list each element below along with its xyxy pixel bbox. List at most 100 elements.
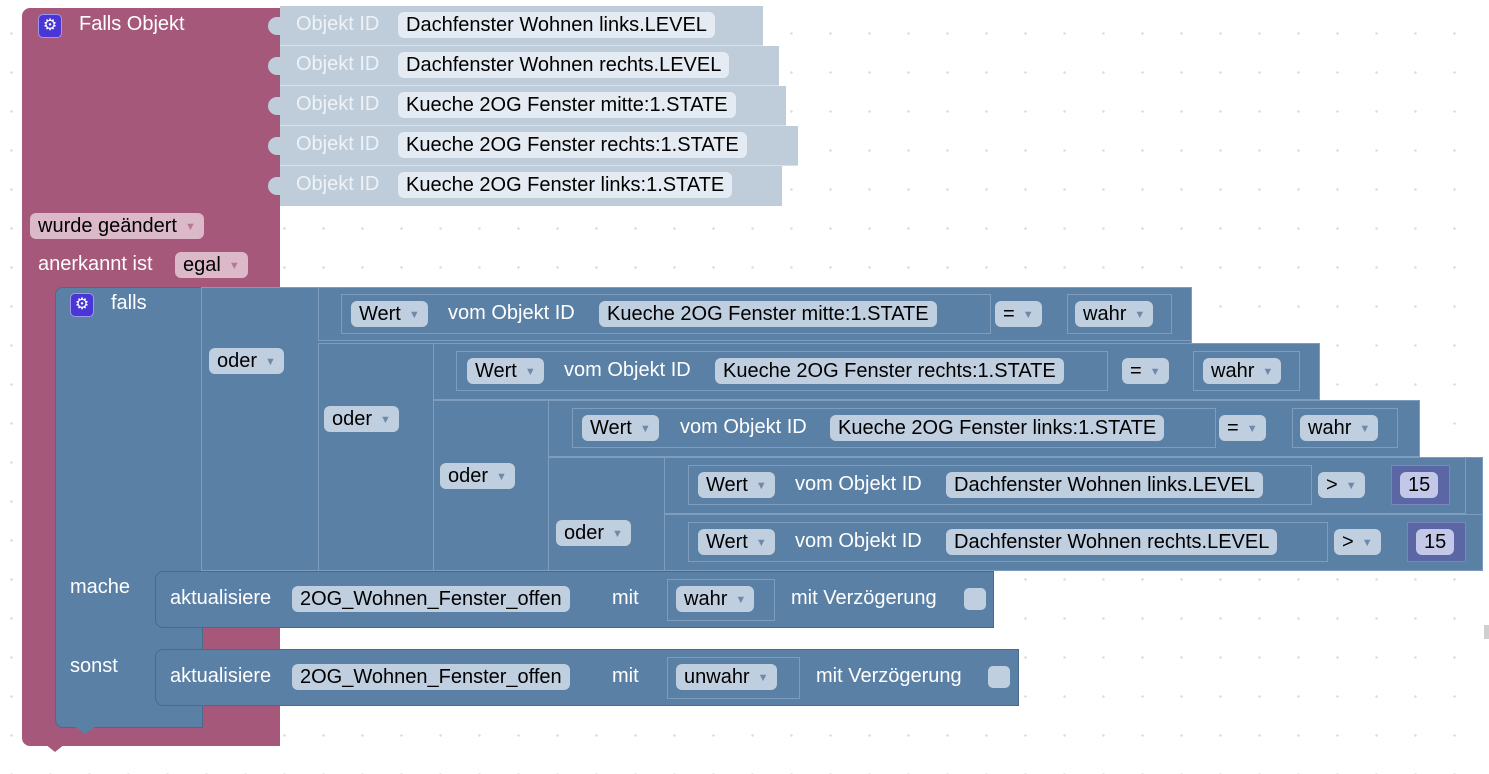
or-operator-value: oder	[217, 350, 258, 372]
number-field[interactable]: 15	[1400, 472, 1439, 498]
boolean-dropdown[interactable]: unwahr▼	[676, 664, 777, 690]
chevron-down-icon: ▼	[735, 594, 747, 606]
or-operator-value: oder	[448, 465, 489, 487]
boolean-value: wahr	[1211, 360, 1255, 382]
object-id-field[interactable]: Kueche 2OG Fenster rechts:1.STATE	[398, 132, 747, 158]
comparison-operator-dropdown[interactable]: =▼	[995, 301, 1042, 327]
puzzle-notch	[268, 137, 282, 155]
or-operator-dropdown[interactable]: oder ▼	[324, 406, 399, 432]
boolean-dropdown[interactable]: wahr▼	[1075, 301, 1154, 327]
ack-dropdown[interactable]: egal ▼	[175, 252, 248, 278]
chevron-down-icon: ▼	[184, 221, 196, 233]
boolean-dropdown[interactable]: wahr ▼	[1300, 415, 1379, 441]
chevron-down-icon: ▼	[1246, 423, 1258, 435]
trigger-block-bottom-notch	[45, 744, 65, 752]
object-id-field[interactable]: Dachfenster Wohnen links.LEVEL	[398, 12, 715, 38]
puzzle-notch	[268, 57, 282, 75]
or-operator-dropdown[interactable]: oder ▼	[440, 463, 515, 489]
object-id-field[interactable]: Kueche 2OG Fenster links:1.STATE	[830, 415, 1165, 441]
with-label: mit	[612, 665, 639, 687]
gear-icon[interactable]: ⚙	[38, 14, 62, 38]
object-id-field[interactable]: Kueche 2OG Fenster rechts:1.STATE	[715, 358, 1064, 384]
or-operator-dropdown[interactable]: oder▼	[209, 348, 284, 374]
variable-field[interactable]: 2OG_Wohnen_Fenster_offen	[292, 664, 570, 690]
object-id-field[interactable]: Dachfenster Wohnen rechts.LEVEL	[946, 529, 1278, 555]
value-mode-dropdown[interactable]: Wert ▼	[698, 529, 775, 555]
chevron-down-icon: ▼	[380, 414, 391, 426]
from-object-label: vom Objekt ID	[564, 359, 691, 381]
variable-field[interactable]: 2OG_Wohnen_Fenster_offen	[292, 586, 570, 612]
value-mode-dropdown[interactable]: Wert ▼	[351, 301, 428, 327]
object-id-label: Objekt ID	[296, 13, 380, 35]
object-id-field[interactable]: Dachfenster Wohnen rechts.LEVEL	[398, 52, 730, 78]
or-operator-dropdown[interactable]: oder ▼	[556, 520, 631, 546]
chevron-down-icon: ▼	[755, 480, 767, 492]
or-operator-value: oder	[332, 408, 373, 430]
boolean-value: unwahr	[684, 666, 750, 688]
object-id-field[interactable]: Kueche 2OG Fenster links:1.STATE	[398, 172, 733, 198]
object-id-label: Objekt ID	[296, 133, 380, 155]
comparison-operator-dropdown[interactable]: >▼	[1334, 529, 1381, 555]
then-label: mache	[70, 576, 131, 598]
delay-label: mit Verzögerung	[791, 587, 937, 609]
chevron-down-icon: ▼	[612, 528, 623, 540]
boolean-dropdown[interactable]: wahr ▼	[676, 586, 755, 612]
from-object-label: vom Objekt ID	[448, 302, 575, 324]
boolean-value: wahr	[1308, 417, 1352, 439]
from-object-label: vom Objekt ID	[680, 416, 807, 438]
change-mode-dropdown[interactable]: wurde geändert ▼	[30, 213, 204, 239]
chevron-down-icon: ▼	[524, 366, 536, 378]
value-mode: Wert	[475, 360, 517, 382]
from-object-label: vom Objekt ID	[795, 530, 922, 552]
value-mode: Wert	[590, 417, 632, 439]
object-id-field[interactable]: Dachfenster Wohnen links.LEVEL	[946, 472, 1263, 498]
if-title: falls	[111, 292, 147, 314]
delay-checkbox[interactable]	[988, 666, 1010, 688]
ack-value: egal	[183, 254, 221, 276]
object-id-label: Objekt ID	[296, 93, 380, 115]
chevron-down-icon: ▼	[639, 423, 651, 435]
value-mode-dropdown[interactable]: Wert ▼	[467, 358, 544, 384]
from-object-label: vom Objekt ID	[795, 473, 922, 495]
delay-checkbox[interactable]	[964, 588, 986, 610]
chevron-down-icon: ▼	[755, 537, 767, 549]
number-field[interactable]: 15	[1416, 529, 1455, 555]
puzzle-notch	[268, 17, 282, 35]
or-operator-value: oder	[564, 522, 605, 544]
chevron-down-icon: ▼	[1022, 309, 1034, 321]
comparison-operator: =	[1227, 417, 1239, 439]
value-mode-dropdown[interactable]: Wert ▼	[698, 472, 775, 498]
puzzle-notch	[268, 97, 282, 115]
chevron-down-icon: ▼	[1359, 423, 1371, 435]
action-verb: aktualisiere	[170, 665, 272, 687]
scrollbar[interactable]	[1484, 625, 1489, 639]
if-block-bottom-notch	[75, 727, 95, 734]
boolean-value: wahr	[1083, 303, 1127, 325]
comparison-operator-dropdown[interactable]: =▼	[1122, 358, 1169, 384]
chevron-down-icon: ▼	[496, 471, 507, 483]
change-mode-value: wurde geändert	[38, 215, 177, 237]
comparison-operator: >	[1342, 531, 1354, 553]
value-mode: Wert	[359, 303, 401, 325]
delay-label: mit Verzögerung	[816, 665, 962, 687]
object-id-field[interactable]: Kueche 2OG Fenster mitte:1.STATE	[599, 301, 937, 327]
comparison-operator-dropdown[interactable]: =▼	[1219, 415, 1266, 441]
chevron-down-icon: ▼	[1361, 537, 1373, 549]
comparison-operator: =	[1130, 360, 1142, 382]
chevron-down-icon: ▼	[1345, 480, 1357, 492]
boolean-value: wahr	[684, 588, 728, 610]
value-mode-dropdown[interactable]: Wert ▼	[582, 415, 659, 441]
comparison-operator-dropdown[interactable]: >▼	[1318, 472, 1365, 498]
action-verb: aktualisiere	[170, 587, 272, 609]
value-mode: Wert	[706, 474, 748, 496]
chevron-down-icon: ▼	[228, 260, 240, 272]
object-id-field[interactable]: Kueche 2OG Fenster mitte:1.STATE	[398, 92, 736, 118]
object-id-label: Objekt ID	[296, 173, 380, 195]
gear-icon[interactable]: ⚙	[70, 293, 94, 317]
chevron-down-icon: ▼	[408, 309, 420, 321]
ack-label: anerkannt ist	[38, 253, 153, 275]
object-id-label: Objekt ID	[296, 53, 380, 75]
comparison-operator: >	[1326, 474, 1338, 496]
boolean-dropdown[interactable]: wahr▼	[1203, 358, 1282, 384]
value-mode: Wert	[706, 531, 748, 553]
